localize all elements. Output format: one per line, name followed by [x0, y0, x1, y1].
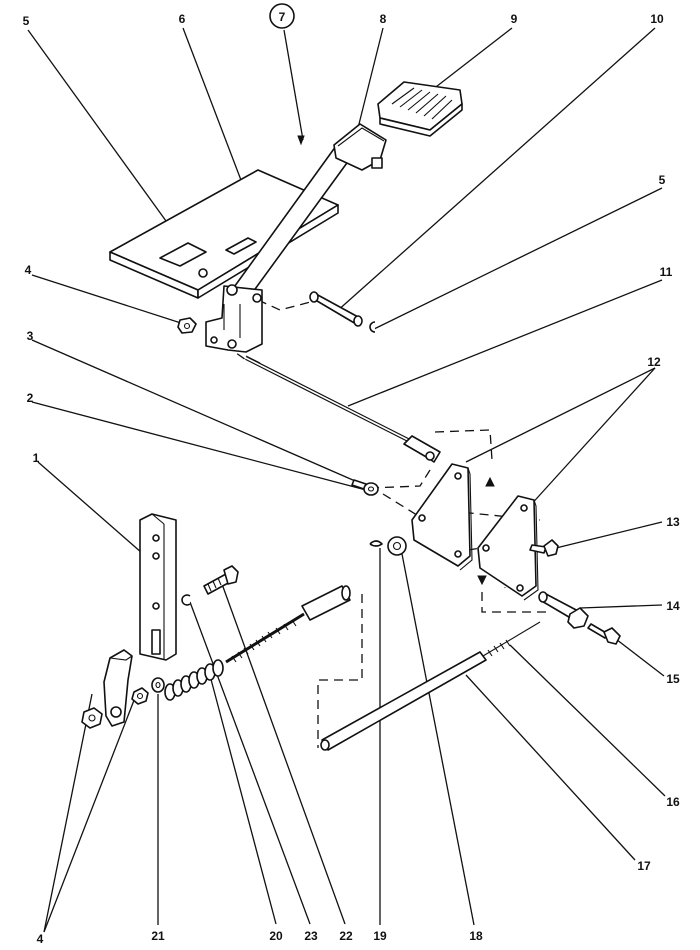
leader-4b-bottom	[43, 689, 139, 933]
leader-1	[37, 461, 151, 561]
clip-left	[198, 268, 208, 278]
nut-top	[177, 317, 197, 334]
dash-pin-to-lever	[257, 299, 319, 311]
pedal-lever	[205, 123, 387, 353]
washer-18	[387, 536, 407, 556]
callout-2: 2	[27, 391, 34, 405]
leader-lines	[27, 27, 666, 933]
callout-17: 17	[637, 859, 651, 873]
dash-cable-route	[317, 594, 363, 748]
nut-bottom-a	[81, 707, 103, 729]
clip-23	[181, 594, 191, 606]
leader-16	[509, 644, 666, 797]
leader-15	[611, 635, 665, 677]
callout-11: 11	[660, 265, 673, 279]
clip-right	[369, 321, 376, 333]
dash-rod-to-plate	[434, 429, 493, 461]
callout-1: 1	[33, 451, 40, 465]
callout-7-circle	[269, 3, 295, 29]
bolt-22	[203, 565, 239, 595]
leader-18	[401, 553, 475, 926]
callout-4-bottom: 4	[37, 932, 44, 946]
callout-13: 13	[666, 515, 680, 529]
leader-12b	[527, 367, 656, 509]
plate-slot	[225, 237, 257, 255]
callout-21: 21	[151, 929, 165, 943]
callout-20: 20	[269, 929, 283, 943]
bolt-15	[587, 623, 621, 645]
callout-5-left: 5	[23, 14, 30, 28]
leader-14	[579, 604, 663, 609]
cable-assembly	[320, 621, 541, 751]
callout-3: 3	[27, 329, 34, 343]
callout-7: 7	[279, 10, 286, 24]
callout-14: 14	[666, 599, 680, 613]
spring-20	[164, 659, 224, 701]
triangle-plate-rear	[477, 495, 539, 601]
callout-6: 6	[179, 12, 186, 26]
bolt-13	[529, 539, 559, 557]
callout-23: 23	[304, 929, 318, 943]
leader-5-right	[371, 187, 663, 331]
link-bar-1	[139, 513, 177, 661]
triangle-plate-front	[411, 463, 473, 571]
adjust-rod	[245, 355, 441, 463]
dash-plate-to-pin14	[481, 592, 548, 613]
leader-2	[31, 401, 367, 491]
pivot-pin	[309, 291, 363, 327]
callout-5-right: 5	[659, 173, 666, 187]
callout-22: 22	[339, 929, 353, 943]
leader-23	[189, 601, 311, 925]
callout-9: 9	[511, 12, 518, 26]
nut-bottom-b	[131, 687, 149, 705]
leader-22	[221, 583, 346, 925]
floor-plate	[109, 169, 339, 299]
cam-lever	[103, 649, 133, 727]
spring-clip-19	[369, 540, 383, 547]
leader-7	[283, 29, 304, 141]
leader-3	[31, 339, 363, 485]
callout-12: 12	[647, 355, 661, 369]
callout-16: 16	[666, 795, 680, 809]
callout-15: 15	[666, 672, 680, 686]
pedal-pad	[377, 81, 463, 137]
callout-19: 19	[373, 929, 387, 943]
leader-11	[347, 279, 663, 407]
leader-10	[335, 27, 656, 313]
callout-18: 18	[469, 929, 483, 943]
leader-9	[431, 27, 513, 91]
washer-21	[151, 677, 165, 693]
leader-20	[207, 667, 277, 925]
clevis-pin-14	[538, 591, 589, 629]
callout-4-top: 4	[25, 263, 32, 277]
leader-4-top	[31, 274, 185, 325]
callout-10: 10	[650, 12, 664, 26]
dash-pin-to-plate	[369, 469, 431, 489]
leader-12a	[465, 367, 656, 463]
leader-8	[356, 27, 384, 133]
callout-labels: 5 6 7 8 9 10 5 4 11 3 12 2 1 13 14 15 16…	[23, 10, 680, 946]
callout-8: 8	[380, 12, 387, 26]
leader-13	[555, 521, 663, 549]
direction-arrows	[297, 135, 495, 586]
leader-6	[182, 27, 245, 189]
leader-17	[465, 674, 636, 861]
adjuster-threaded-rod	[225, 585, 351, 664]
washer-2	[363, 482, 379, 496]
plate-cutout	[159, 242, 207, 267]
leader-4a-bottom	[43, 693, 93, 933]
